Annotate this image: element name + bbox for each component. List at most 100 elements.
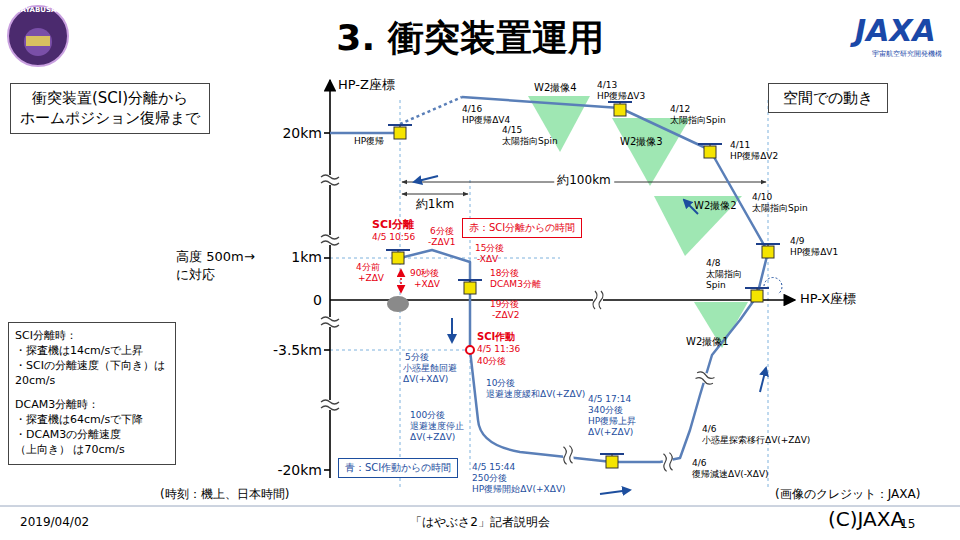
- annotation-label: 4/6: [702, 424, 716, 434]
- drawing-part: [321, 175, 339, 185]
- annotation-label: 250分後: [472, 473, 507, 483]
- footer-event: 「はやぶさ2」記者説明会: [410, 516, 550, 530]
- drawing-part: [593, 291, 603, 309]
- annotation-label: HP復帰開始ΔV(+XΔV): [472, 484, 566, 494]
- drawing-part: [394, 127, 406, 139]
- footer-rule: [0, 506, 960, 507]
- axis-breaks: [321, 175, 715, 472]
- drawing-part: [704, 146, 716, 158]
- drawing-part: [760, 368, 766, 392]
- annotation-label: ΔV(+ZΔV): [588, 427, 633, 437]
- drawing-part: [614, 104, 626, 116]
- drawing-part: [695, 371, 715, 385]
- text-box: 青：SCI作動からの時間: [338, 458, 458, 478]
- annotation-label: 4分前: [356, 262, 380, 272]
- drawing-part: [667, 452, 674, 470]
- drawing-part: [662, 452, 675, 471]
- annotation-label: 4/12: [670, 104, 690, 114]
- annotation-label: -XΔV: [477, 254, 498, 264]
- annotation-label: HP復帰ΔV1: [790, 247, 838, 257]
- drawing-part: [567, 445, 574, 463]
- annotation-label: -ZΔV2: [492, 310, 519, 320]
- annotation-label: 20km: [282, 125, 322, 141]
- guide-lines: [330, 100, 768, 488]
- annotation-label: 18分後: [490, 268, 519, 278]
- drawing-part: [756, 243, 780, 245]
- annotation-label: 4/5 15:44: [472, 462, 515, 472]
- drawing-part: [321, 235, 339, 245]
- drawing-part: [458, 280, 482, 294]
- drawing-part: [392, 252, 404, 264]
- box-text: 衝突装置(SCI)分離から ホームポジション復帰まで: [19, 88, 201, 129]
- dimension-label: 約100km: [554, 174, 614, 188]
- annotation-label: +XΔV: [414, 279, 440, 289]
- drawing-part: [321, 235, 339, 239]
- drawing-part: [654, 196, 742, 256]
- annotation-label: 4/9: [790, 236, 804, 246]
- drawing-part: [330, 132, 398, 135]
- drawing-part: [321, 175, 339, 179]
- axis-label: HP-X座標: [800, 292, 856, 307]
- text-box: 空間での動き: [768, 83, 888, 113]
- annotation-label: 4/5 10:56: [372, 232, 415, 242]
- drawing-part: [324, 132, 330, 134]
- footer-date: 2019/04/02: [20, 516, 89, 530]
- annotation-label: 100分後: [410, 410, 445, 420]
- box-text: ・SCIの分離速度（下向き）は 20cm/s: [15, 359, 169, 389]
- drawing-part: [662, 452, 675, 471]
- annotation-label: HP復帰ΔV2: [730, 151, 778, 161]
- annotation-label: 5分後: [405, 352, 429, 362]
- annotation-label: 退避速度停止: [410, 421, 464, 431]
- drawing-part: [612, 118, 690, 186]
- drawing-part: [324, 349, 330, 351]
- drawing-part: [562, 445, 575, 464]
- annotation-label: 4/5 17:14: [588, 394, 631, 404]
- annotation-label: 6分後: [430, 226, 454, 236]
- drawing-part: [600, 454, 624, 468]
- annotation-label: 復帰減速ΔV(-XΔV): [692, 469, 769, 479]
- impact-marker: [466, 346, 474, 354]
- drawing-part: [321, 317, 339, 321]
- drawing-part: [386, 249, 410, 251]
- drawing-part: [400, 97, 768, 462]
- logo-text: JAXA: [855, 14, 936, 49]
- annotation-label: 10分後: [486, 378, 515, 388]
- annotation-label: 太陽指向Spin: [670, 115, 726, 125]
- drawing-part: [321, 400, 339, 410]
- text-box: 赤：SCI分離からの時間: [462, 218, 582, 238]
- page-number: 15: [900, 518, 915, 532]
- box-text: 青：SCI作動からの時間: [345, 461, 451, 475]
- drawing-part: [414, 176, 438, 182]
- annotation-label: 15分後: [475, 243, 504, 253]
- annotation-label: 4/10: [752, 192, 772, 202]
- annotation-label: +ZΔV: [358, 273, 384, 283]
- annotation-label: SCI分離: [372, 219, 414, 232]
- logo-hayabusa2: [8, 6, 68, 66]
- drawing-part: [599, 291, 603, 309]
- annotation-label: 1km: [291, 249, 322, 265]
- annotation-label: W2撮像1: [686, 336, 729, 348]
- box-text: 赤：SCI分離からの時間: [469, 221, 575, 235]
- drawing-part: [745, 287, 769, 289]
- drawing-part: [388, 124, 412, 126]
- drawing-part: [321, 406, 339, 410]
- annotation-label: 小惑星蝕回避: [403, 363, 457, 373]
- drawing-part: [402, 194, 468, 195]
- annotation-label: 太陽指向: [706, 269, 742, 279]
- drawing-part: [321, 323, 339, 327]
- drawing-part: [756, 244, 780, 258]
- annotation-label: HP復帰ΔV4: [462, 115, 510, 125]
- drawing-part: [321, 400, 339, 410]
- drawing-part: [695, 377, 713, 386]
- annotation-label: 4/15: [502, 125, 522, 135]
- annotation-label: 340分後: [588, 405, 623, 415]
- separation-arrow: [400, 270, 402, 292]
- annotation-label: 90秒後: [410, 268, 439, 278]
- annotation-label: ΔV(+XΔV): [403, 374, 448, 384]
- drawing-part: [329, 80, 331, 478]
- drawing-part: [321, 175, 339, 185]
- annotation-label: -3.5km: [273, 342, 322, 358]
- drawing-part: [321, 400, 339, 404]
- annotation-label: HP復帰上昇: [588, 416, 636, 426]
- drawing-part: [324, 257, 330, 259]
